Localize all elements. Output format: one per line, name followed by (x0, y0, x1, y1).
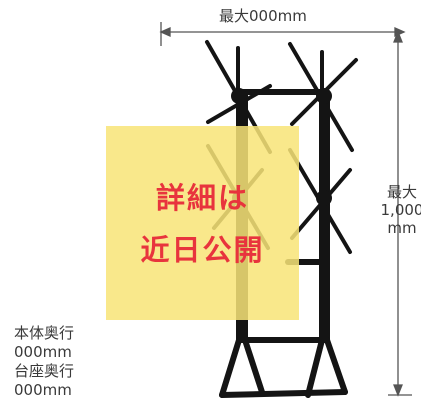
notice-panel (106, 126, 299, 320)
body-depth-title: 本体奥行 (14, 324, 75, 342)
width-label: 最大000mm (219, 7, 307, 25)
base-depth-title: 台座奥行 (14, 362, 75, 380)
height-dimension-line (388, 30, 412, 397)
height-label-line-3: mm (387, 219, 417, 237)
base-depth-value: 000mm (14, 381, 72, 399)
notice-text: 詳細は 近日公開 (106, 172, 299, 276)
height-label-line-1: 最大 (386, 183, 417, 201)
height-label-line-2: 1,000 (380, 201, 421, 219)
body-depth-value: 000mm (14, 343, 72, 361)
depth-labels: 本体奥行 000mm 台座奥行 000mm (14, 324, 74, 400)
height-label: 最大 1,000 mm (378, 183, 421, 237)
notice-line-1: 詳細は (155, 181, 249, 215)
notice-line-2: 近日公開 (140, 233, 265, 267)
width-dimension-line (159, 22, 406, 46)
